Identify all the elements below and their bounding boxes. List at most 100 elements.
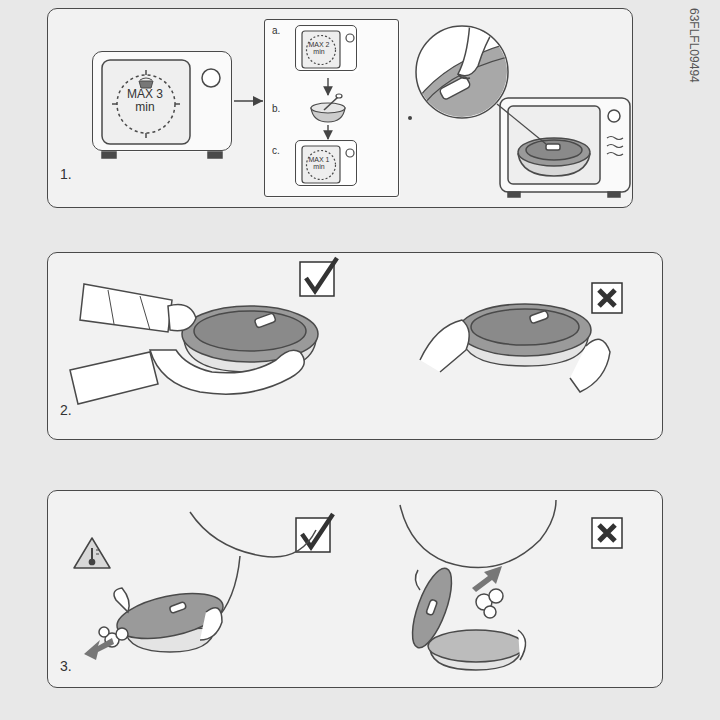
microwave-drawing	[102, 60, 190, 144]
warning-heat-symbol	[91, 548, 93, 560]
person-opening-lid-toward	[426, 599, 438, 615]
gloved-hands-container	[70, 284, 318, 404]
bare-hands-container	[420, 320, 469, 372]
step-arrow	[327, 78, 328, 95]
gloved-hands-container	[168, 305, 196, 331]
time-setting: MAX 1 min	[304, 156, 334, 171]
magnifier	[410, 20, 520, 130]
microwave-drawing	[500, 98, 630, 192]
sub-step-letter: b.	[272, 103, 288, 114]
panel-ground	[47, 490, 663, 688]
person-opening-lid-away	[99, 627, 109, 637]
person-opening-lid-away	[114, 588, 129, 612]
microwave-drawing	[112, 103, 117, 105]
mini-microwave-drawing	[346, 149, 354, 157]
microwave-drawing	[607, 137, 623, 156]
person-opening-lid-toward	[484, 606, 496, 618]
check-box	[300, 258, 337, 296]
panel-ground	[47, 8, 633, 208]
mini-microwave-box: MAX 2 min	[295, 25, 357, 71]
microwave-drawing	[508, 106, 600, 184]
mini-microwave-drawing	[297, 27, 359, 73]
step-panel: 2.	[47, 252, 663, 440]
cross-box	[599, 290, 615, 306]
time-setting: MAX 3 min	[123, 88, 167, 114]
panel-ground	[47, 252, 663, 440]
mini-microwave-drawing	[297, 27, 359, 188]
mini-microwave-drawing	[346, 34, 354, 42]
gloved-hands-container	[80, 284, 172, 332]
microwave-drawing	[145, 70, 147, 75]
person-opening-lid-toward	[415, 570, 420, 590]
step-box-ground	[265, 20, 400, 198]
mini-microwave-drawing	[297, 142, 359, 188]
step-panel: 3.	[47, 490, 663, 688]
microwave-drawing	[208, 152, 222, 158]
part-code: 63FLFL09494	[687, 8, 700, 83]
stirred-bowl	[336, 94, 342, 98]
person-opening-lid-toward	[400, 500, 556, 568]
bare-hands-container	[529, 310, 549, 324]
magnifier	[410, 20, 520, 130]
microwave-drawing	[518, 138, 590, 166]
step-panel: 1.MAX 3 mina.b.c.MAX 2 minMAX 1 min	[47, 8, 633, 208]
person-opening-lid-toward	[428, 630, 524, 662]
bare-hands-container	[459, 304, 591, 356]
microwave-drawing	[526, 140, 582, 160]
check-box	[306, 258, 337, 291]
cross-box	[592, 283, 622, 313]
microwave-drawing	[139, 81, 153, 88]
stirred-bowl	[311, 94, 345, 122]
mini-microwave-drawing	[302, 31, 340, 68]
magnifier	[458, 74, 470, 79]
gloved-hands-container	[150, 350, 304, 394]
mini-microwave-drawing	[302, 146, 340, 183]
step-arrow	[327, 125, 328, 139]
direction-arrow	[84, 638, 114, 660]
bare-hands-container	[471, 309, 579, 345]
dot	[408, 116, 412, 120]
check-box	[302, 514, 333, 547]
cross-box	[592, 518, 622, 548]
microwave-drawing	[508, 192, 520, 197]
cross-box	[599, 525, 615, 541]
person-opening-lid-away	[113, 585, 227, 647]
gloved-hands-container	[254, 313, 276, 328]
step-box-ground	[265, 20, 400, 198]
cross-box	[592, 518, 622, 548]
person-opening-lid-away	[169, 602, 186, 614]
mini-microwave-box: MAX 1 min	[295, 140, 357, 186]
stirred-bowl	[311, 103, 345, 113]
microwave-drawing	[202, 69, 220, 87]
warning-heat-symbol	[74, 538, 110, 568]
person-opening-lid-away	[190, 512, 316, 557]
person-opening-lid-toward	[518, 630, 526, 660]
gloved-hands-container	[194, 311, 306, 351]
step-number: 2.	[60, 403, 90, 418]
magnifier	[439, 76, 471, 101]
microwave-drawing	[175, 103, 180, 105]
microwave-drawing	[500, 98, 630, 197]
microwave-drawing	[140, 78, 152, 80]
flow-arrow	[234, 100, 263, 102]
warning-heat-symbol	[96, 550, 99, 554]
microwave-drawing	[145, 133, 147, 138]
microwave-drawing	[608, 192, 620, 197]
sub-step-letter: c.	[272, 145, 288, 156]
bare-hands-container	[420, 304, 610, 392]
leader-line	[497, 104, 546, 144]
person-opening-lid-toward	[400, 500, 556, 670]
bare-hands-container	[570, 339, 610, 392]
person-opening-lid-toward	[404, 564, 459, 653]
person-opening-lid-away	[99, 512, 316, 652]
magnifier	[458, 20, 500, 76]
microwave-drawing	[117, 75, 175, 133]
step-number: 3.	[60, 659, 90, 674]
warning-heat-symbol	[89, 559, 94, 564]
sub-step-box: a. b. c. MAX 2 minMAX 1 min	[264, 19, 399, 197]
sub-step-letter: a.	[272, 25, 288, 36]
warning-heat-symbol	[74, 538, 110, 568]
person-opening-lid-away	[116, 628, 128, 640]
